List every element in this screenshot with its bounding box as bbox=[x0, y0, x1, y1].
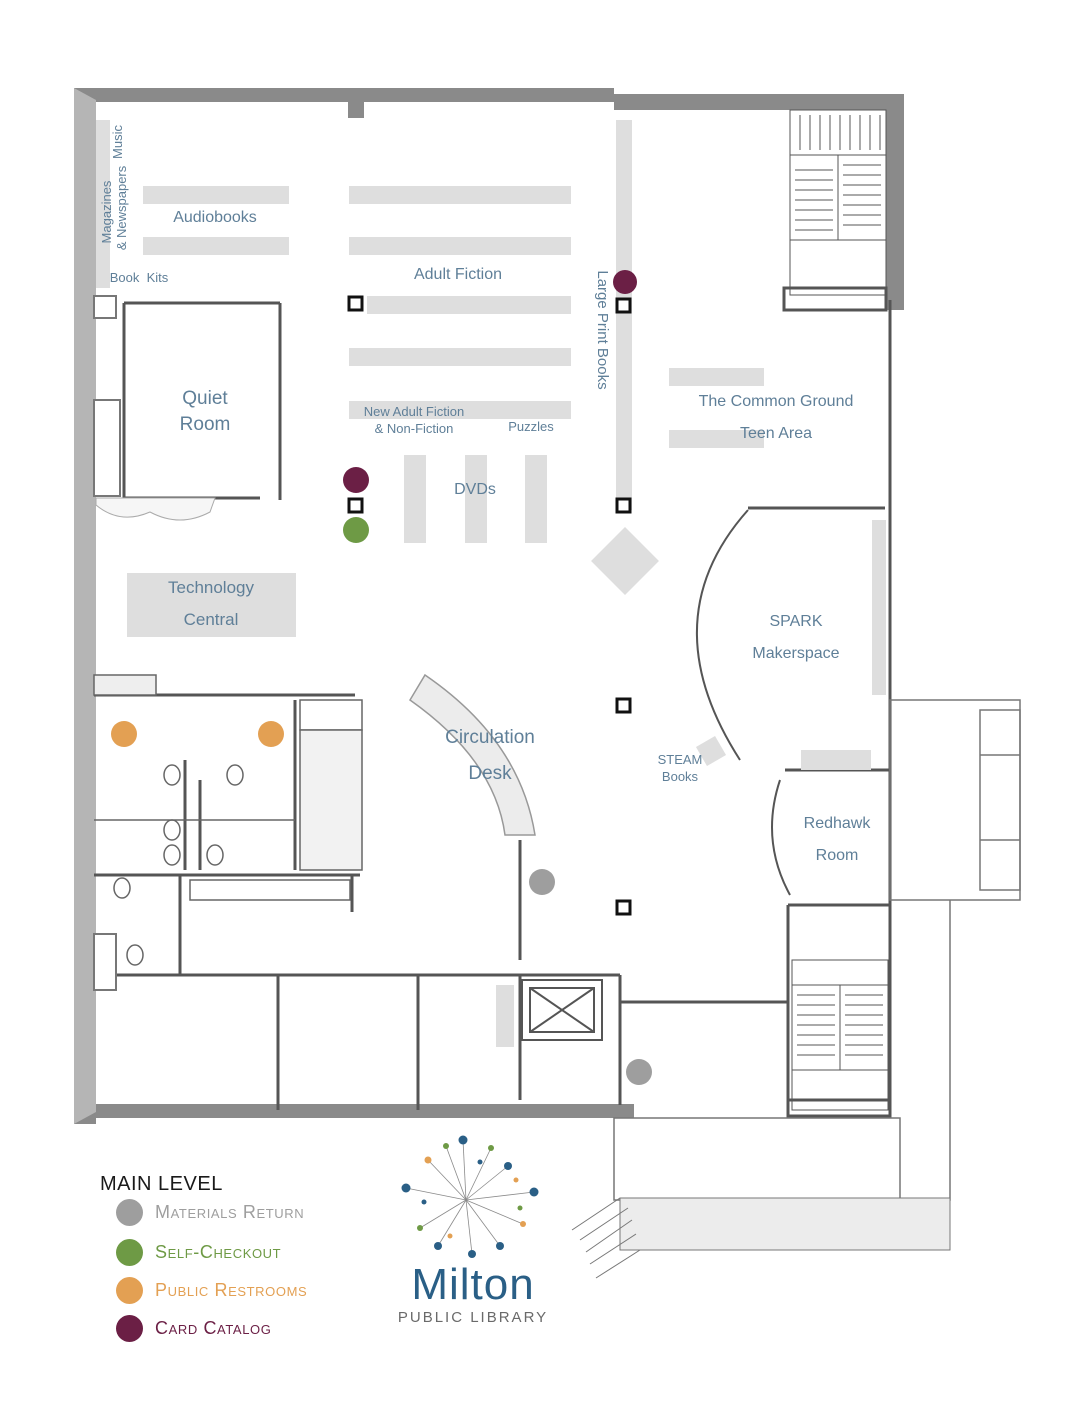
label-redhawk: Redhawk bbox=[804, 815, 872, 832]
label-circulation: Circulation bbox=[445, 727, 535, 748]
label-books: Books bbox=[662, 769, 699, 784]
legend-label: Public Restrooms bbox=[155, 1279, 308, 1300]
restroom-fixtures bbox=[93, 674, 363, 966]
logo-subtitle: PUBLIC LIBRARY bbox=[397, 1309, 549, 1326]
label-makerspace: Makerspace bbox=[752, 645, 839, 662]
label-book-kits: Book Kits bbox=[110, 270, 169, 285]
label-central: Central bbox=[184, 610, 239, 629]
legend-title: MAIN LEVEL bbox=[100, 1173, 223, 1195]
legend-item-materials-return: Materials Return bbox=[116, 1198, 304, 1226]
label-puzzles: Puzzles bbox=[508, 419, 554, 434]
label-technology: Technology bbox=[168, 578, 255, 597]
milton-library-logo: Milton PUBLIC LIBRARY bbox=[388, 1132, 558, 1332]
materials-return-marker bbox=[529, 869, 555, 895]
legend-label: Card Catalog bbox=[155, 1317, 272, 1338]
card-catalog-marker bbox=[613, 270, 637, 294]
label-dvds: DVDs bbox=[454, 481, 496, 498]
service-markers bbox=[111, 270, 652, 1085]
materials-return-dot bbox=[116, 1198, 143, 1226]
starburst-logo-icon bbox=[401, 1135, 539, 1258]
card-catalog-dot bbox=[116, 1314, 143, 1342]
legend-label: Self-Checkout bbox=[155, 1241, 282, 1262]
self-checkout-dot bbox=[116, 1238, 143, 1266]
map-legend: MAIN LEVEL Materials Return Self-Checkou… bbox=[98, 1170, 398, 1350]
logo-name: Milton bbox=[411, 1260, 535, 1309]
legend-item-self-checkout: Self-Checkout bbox=[116, 1238, 281, 1266]
label-large-print: Large Print Books bbox=[594, 270, 611, 389]
label-newspapers: & Newspapers bbox=[114, 165, 129, 250]
self-checkout-marker bbox=[343, 517, 369, 543]
label-common-ground: The Common Ground bbox=[699, 393, 854, 410]
stairs-south bbox=[786, 959, 892, 1118]
legend-item-card-catalog: Card Catalog bbox=[116, 1314, 271, 1342]
room-labels: Music Magazines & Newspapers Audiobooks … bbox=[99, 125, 871, 864]
label-adult-fiction: Adult Fiction bbox=[414, 266, 502, 283]
public-restrooms-dot bbox=[116, 1276, 143, 1304]
label-steam: STEAM bbox=[658, 752, 703, 767]
label-desk: Desk bbox=[468, 763, 512, 784]
circulation-desk-counter bbox=[408, 673, 536, 836]
restroom-marker bbox=[111, 721, 137, 747]
label-new-adult-2: & Non-Fiction bbox=[375, 421, 454, 436]
shelving bbox=[96, 120, 886, 1047]
label-quiet-room-2: Room bbox=[180, 414, 231, 435]
card-catalog-marker bbox=[343, 467, 369, 493]
label-music: Music bbox=[110, 125, 125, 159]
label-spark: SPARK bbox=[769, 613, 822, 630]
label-new-adult: New Adult Fiction bbox=[364, 404, 464, 419]
label-quiet-room: Quiet bbox=[182, 388, 228, 409]
structural-columns bbox=[347, 295, 632, 916]
elevator bbox=[521, 979, 603, 1041]
stairs-north bbox=[782, 109, 888, 312]
label-audiobooks: Audiobooks bbox=[173, 209, 257, 226]
label-magazines: Magazines bbox=[99, 180, 114, 243]
legend-label: Materials Return bbox=[155, 1201, 305, 1222]
restroom-marker bbox=[258, 721, 284, 747]
label-teen-area: Teen Area bbox=[740, 425, 812, 442]
materials-return-marker bbox=[626, 1059, 652, 1085]
label-room: Room bbox=[816, 847, 859, 864]
legend-item-public-restrooms: Public Restrooms bbox=[116, 1276, 307, 1304]
